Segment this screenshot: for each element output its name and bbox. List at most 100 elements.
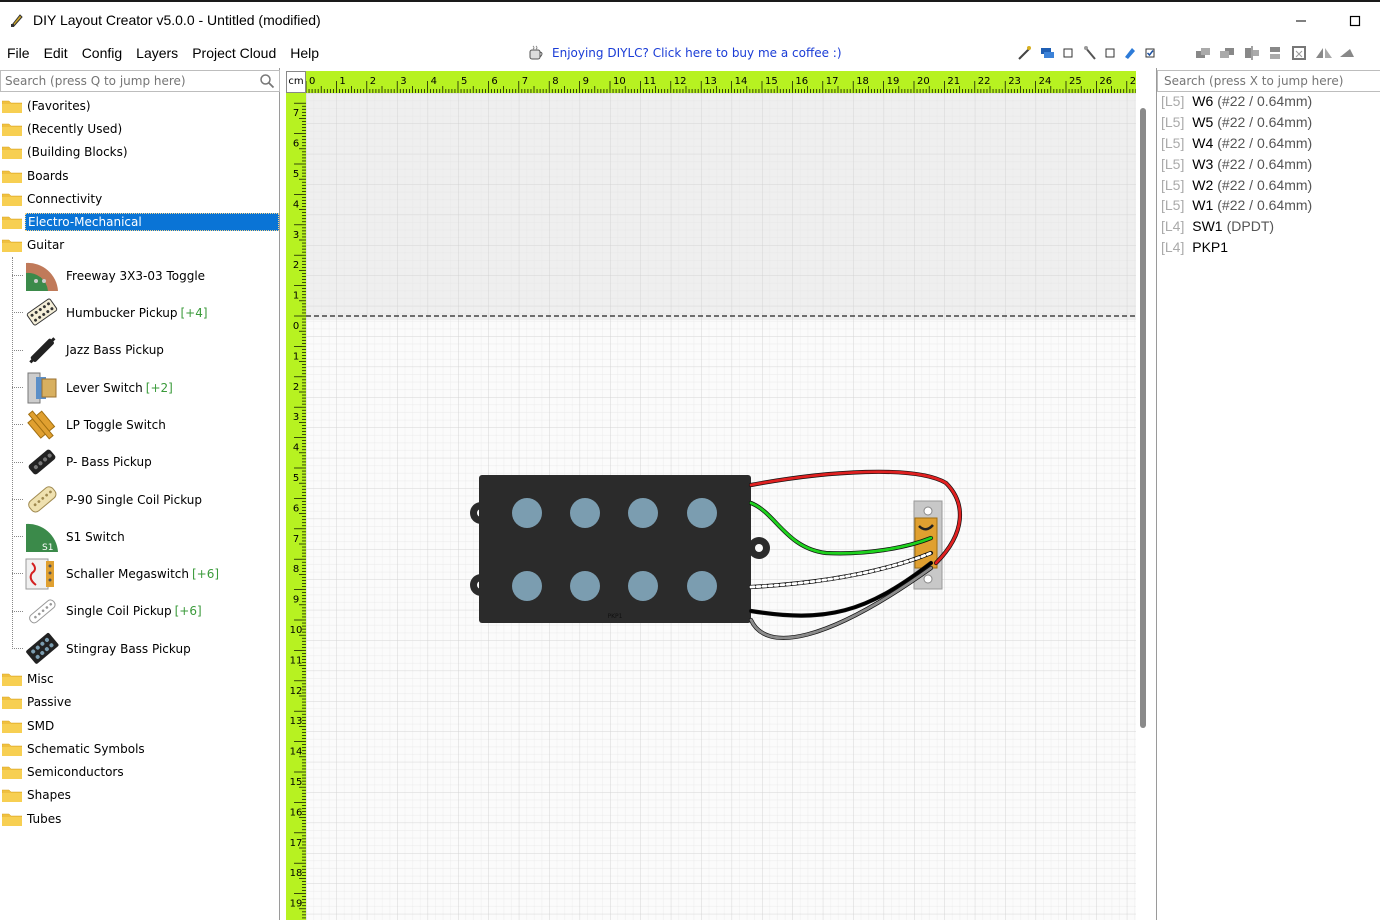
- component-list-item-pkp1[interactable]: [L4] PKP1: [1161, 239, 1312, 260]
- component-item-lever-switch[interactable]: Lever Switch[+2]: [0, 369, 280, 406]
- component-item-humbucker-pickup[interactable]: Humbucker Pickup[+4]: [0, 294, 280, 331]
- coffee-link-text: Enjoying DIYLC? Click here to buy me a c…: [552, 46, 842, 60]
- component-list-item-w4[interactable]: [L5] W4(#22 / 0.64mm): [1161, 135, 1312, 156]
- folder-recently-used[interactable]: (Recently Used): [0, 117, 280, 140]
- component-list-search[interactable]: [1157, 70, 1380, 92]
- ruler-v-label: 8: [293, 564, 299, 575]
- ruler-h-label: 10: [613, 76, 626, 87]
- minimize-icon: [1296, 20, 1306, 22]
- vertical-scrollbar[interactable]: [1140, 108, 1146, 728]
- checkbox-icon[interactable]: [1102, 45, 1118, 61]
- component-item-lp-toggle-switch[interactable]: LP Toggle Switch: [0, 406, 280, 443]
- folder-shapes[interactable]: Shapes: [0, 784, 280, 807]
- component-detail: (#22 / 0.64mm): [1217, 155, 1313, 172]
- coffee-link[interactable]: Enjoying DIYLC? Click here to buy me a c…: [528, 38, 842, 68]
- component-item-p-90-single-coil-pickup[interactable]: P-90 Single Coil Pickup: [0, 481, 280, 518]
- folder-smd[interactable]: SMD: [0, 714, 280, 737]
- menu-help[interactable]: Help: [290, 45, 320, 61]
- component-item-schaller-megaswitch[interactable]: Schaller Megaswitch[+6]: [0, 555, 280, 592]
- ruler-h-label: 22: [978, 76, 991, 87]
- folder-schematic-symbols[interactable]: Schematic Symbols: [0, 737, 280, 760]
- folder-tubes[interactable]: Tubes: [0, 807, 280, 830]
- component-detail: (#22 / 0.64mm): [1217, 176, 1313, 193]
- flip-icon[interactable]: [1338, 45, 1358, 61]
- humbucker-icon: [24, 296, 60, 329]
- component-search-input[interactable]: [1, 71, 251, 91]
- minimize-button[interactable]: [1278, 8, 1324, 34]
- component-list-item-sw1[interactable]: [L4] SW1(DPDT): [1161, 218, 1312, 239]
- pickup-pkp1[interactable]: PKP1: [470, 475, 770, 623]
- component-list-item-w6[interactable]: [L5] W6(#22 / 0.64mm): [1161, 93, 1312, 114]
- arrange-toolbar: [1194, 38, 1362, 68]
- component-item-label: Stingray Bass Pickup: [66, 642, 191, 656]
- component-list-search-input[interactable]: [1158, 71, 1368, 91]
- component-search[interactable]: [0, 70, 280, 92]
- bring-front-icon[interactable]: [1218, 45, 1238, 61]
- toolbar: [1016, 38, 1162, 68]
- menu-layers[interactable]: Layers: [136, 45, 179, 61]
- folder-connectivity[interactable]: Connectivity: [0, 187, 280, 210]
- ruler-h-label: 14: [735, 76, 748, 87]
- folder-electro-mechanical[interactable]: Electro-Mechanical: [0, 210, 280, 233]
- wire-green[interactable]: [749, 501, 933, 555]
- menu-project-cloud[interactable]: Project Cloud: [192, 45, 277, 61]
- component-list-item-w2[interactable]: [L5] W2(#22 / 0.64mm): [1161, 177, 1312, 198]
- menu-edit[interactable]: Edit: [43, 45, 68, 61]
- folder-semiconductors[interactable]: Semiconductors: [0, 761, 280, 784]
- distribute-icon[interactable]: [1266, 45, 1286, 61]
- ruler-v-label: 6: [293, 503, 299, 514]
- component-list-item-w1[interactable]: [L5] W1(#22 / 0.64mm): [1161, 197, 1312, 218]
- checkbox-icon[interactable]: [1060, 45, 1076, 61]
- component-tree: (Favorites) (Recently Used) (Building Bloc…: [0, 94, 280, 830]
- component-item-stingray-bass-pickup[interactable]: Stingray Bass Pickup: [0, 630, 280, 667]
- ruler-v-label: 1: [293, 351, 299, 362]
- folder-label: Boards: [27, 168, 69, 183]
- checkbox-checked-icon[interactable]: [1142, 45, 1158, 61]
- wire-black[interactable]: [749, 561, 933, 617]
- component-item-freeway-3x3-03-toggle[interactable]: Freeway 3X3-03 Toggle: [0, 257, 280, 294]
- ruler-unit[interactable]: cm: [286, 71, 306, 93]
- wire-red[interactable]: [749, 470, 962, 565]
- search-icon[interactable]: [259, 73, 275, 89]
- probe-icon[interactable]: [1082, 45, 1098, 61]
- folder-passive[interactable]: Passive: [0, 691, 280, 714]
- maximize-button[interactable]: [1332, 8, 1378, 34]
- component-name: Schaller Megaswitch: [66, 567, 189, 582]
- component-item-jazz-bass-pickup[interactable]: Jazz Bass Pickup: [0, 332, 280, 369]
- component-name: Stingray Bass Pickup: [66, 641, 191, 656]
- folder-icon: [1, 122, 23, 137]
- ruler-v-label: 0: [293, 321, 299, 332]
- component-palette: (Favorites) (Recently Used) (Building Bloc…: [0, 68, 280, 920]
- folder-guitar[interactable]: Guitar: [0, 234, 280, 257]
- highlight-icon[interactable]: [1122, 45, 1138, 61]
- send-back-icon[interactable]: [1194, 45, 1214, 61]
- component-list-item-w5[interactable]: [L5] W5(#22 / 0.64mm): [1161, 114, 1312, 135]
- folder-favorites[interactable]: (Favorites): [0, 94, 280, 117]
- layers-icon[interactable]: [1040, 45, 1056, 61]
- component-item-label: P- Bass Pickup: [66, 455, 152, 469]
- component-name: Lever Switch: [66, 380, 143, 395]
- rotate-icon[interactable]: [1290, 45, 1310, 61]
- folder-building-blocks[interactable]: (Building Blocks): [0, 141, 280, 164]
- align-icon[interactable]: [1242, 45, 1262, 61]
- maximize-icon: [1349, 15, 1361, 27]
- folder-boards[interactable]: Boards: [0, 164, 280, 187]
- menu-file[interactable]: File: [7, 45, 30, 61]
- ruler-h-label: 26: [1099, 76, 1112, 87]
- menu-config[interactable]: Config: [81, 45, 123, 61]
- component-item-single-coil-pickup[interactable]: Single Coil Pickup[+6]: [0, 593, 280, 630]
- wire-white[interactable]: [749, 551, 933, 589]
- folder-misc[interactable]: Misc: [0, 667, 280, 690]
- mirror-icon[interactable]: [1314, 45, 1334, 61]
- wand-icon[interactable]: [1016, 45, 1032, 61]
- component-list-item-w3[interactable]: [L5] W3(#22 / 0.64mm): [1161, 156, 1312, 177]
- wire-gray[interactable]: [749, 566, 933, 640]
- ruler-v-label: 1: [293, 291, 299, 302]
- folder-label: (Recently Used): [27, 121, 123, 136]
- tree-connector: [12, 573, 23, 575]
- wires[interactable]: [748, 469, 963, 640]
- ruler-h-label: 25: [1069, 76, 1082, 87]
- drawing-canvas[interactable]: PKP1: [306, 93, 1136, 920]
- component-item-p-bass-pickup[interactable]: P- Bass Pickup: [0, 444, 280, 481]
